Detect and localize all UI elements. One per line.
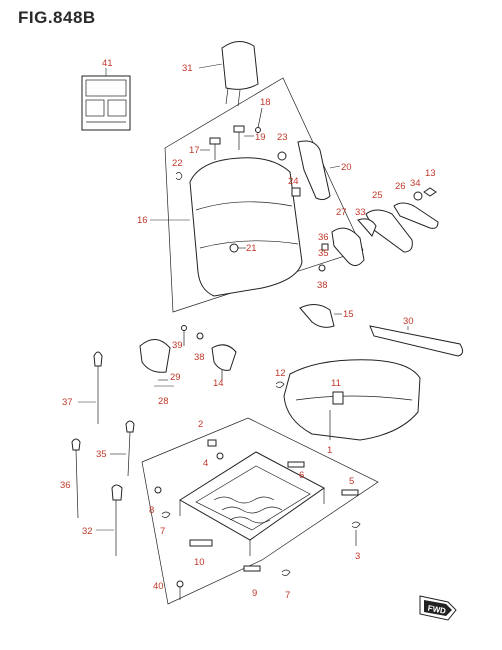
side-rail-part — [369, 325, 464, 357]
callout-34: 34 — [410, 178, 421, 189]
callout-12: 12 — [275, 368, 286, 379]
fwd-label: FWD — [427, 604, 447, 616]
callout-8: 8 — [149, 505, 154, 516]
pad-4 — [207, 439, 224, 460]
bolt-40 — [176, 580, 184, 600]
figure-title: FIG.848B — [18, 8, 96, 27]
callout-6: 6 — [299, 470, 304, 481]
clip-24 — [291, 187, 301, 197]
callout-35b: 35 — [96, 449, 107, 460]
callout-36b: 36 — [60, 480, 71, 491]
callout-18: 18 — [260, 97, 271, 108]
side-panel-part — [297, 140, 341, 201]
rod-37 — [78, 351, 103, 424]
callout-26: 26 — [395, 181, 406, 192]
seatback-group-frame — [164, 77, 364, 313]
callout-16: 16 — [137, 215, 148, 226]
callout-30: 30 — [403, 316, 414, 327]
callout-19: 19 — [255, 132, 266, 143]
clip-12 — [275, 381, 285, 388]
bracket-29 — [139, 339, 171, 381]
callout-36: 36 — [318, 232, 329, 243]
callout-14: 14 — [213, 378, 224, 389]
callout-41: 41 — [102, 58, 113, 69]
callout-25: 25 — [372, 190, 383, 201]
callout-13: 13 — [425, 168, 436, 179]
callout-20: 20 — [341, 162, 352, 173]
callout-29: 29 — [170, 372, 181, 383]
fastener-19 — [233, 125, 254, 150]
bracket-14 — [211, 344, 237, 380]
callout-38: 38 — [317, 280, 328, 291]
callout-4: 4 — [203, 458, 208, 469]
callout-33: 33 — [355, 207, 366, 218]
fastener-17 — [200, 137, 221, 160]
callout-3: 3 — [355, 551, 360, 562]
headrest-part — [198, 41, 259, 107]
bracket-15 — [299, 304, 342, 328]
clip-22 — [175, 172, 183, 180]
strip-6 — [287, 461, 305, 468]
callout-31: 31 — [182, 63, 193, 74]
callout-24: 24 — [288, 176, 299, 187]
callout-23: 23 — [277, 132, 288, 143]
callout-28: 28 — [158, 396, 169, 407]
callout-2: 2 — [198, 419, 203, 430]
callout-21: 21 — [246, 243, 257, 254]
callout-7b: 7 — [285, 590, 290, 601]
callout-9: 9 — [252, 588, 257, 599]
seat-frame-group-frame — [141, 417, 379, 605]
callout-10: 10 — [194, 557, 205, 568]
callout-32: 32 — [82, 526, 93, 537]
callout-17: 17 — [189, 145, 200, 156]
rod-36 — [71, 438, 81, 519]
pin-18 — [255, 107, 263, 133]
callout-35: 35 — [318, 248, 329, 259]
callout-1: 1 — [327, 445, 332, 456]
callout-27: 27 — [336, 207, 347, 218]
rod-32 — [96, 484, 123, 556]
bolt-38 — [318, 264, 326, 272]
callout-7: 7 — [160, 526, 165, 537]
clip-21 — [229, 243, 246, 253]
washer-38b — [196, 332, 204, 340]
seat-frame-part — [179, 451, 325, 556]
seatback-cushion-part — [150, 157, 303, 297]
fwd-direction-badge: FWD — [419, 595, 457, 621]
callout-11: 11 — [331, 378, 341, 389]
callout-38b: 38 — [194, 352, 205, 363]
strip-9 — [243, 565, 261, 572]
callout-39: 39 — [172, 340, 183, 351]
strip-5 — [341, 489, 359, 496]
strip-10 — [189, 539, 213, 547]
rod-35 — [110, 420, 135, 477]
clip-8 — [154, 486, 162, 494]
clip-3 — [351, 521, 361, 546]
clip-23 — [277, 151, 287, 161]
clip-7 — [161, 511, 171, 518]
callout-40: 40 — [153, 581, 164, 592]
clip-7b — [281, 569, 291, 576]
callout-37: 37 — [62, 397, 73, 408]
callout-5: 5 — [349, 476, 354, 487]
callout-15: 15 — [343, 309, 354, 320]
seat-cushion-part — [283, 359, 421, 441]
callout-22: 22 — [172, 158, 183, 169]
screw-39 — [181, 325, 187, 346]
bolt-36 — [321, 243, 329, 251]
warning-label-part — [81, 68, 131, 131]
recliner-lever-part — [331, 187, 439, 266]
